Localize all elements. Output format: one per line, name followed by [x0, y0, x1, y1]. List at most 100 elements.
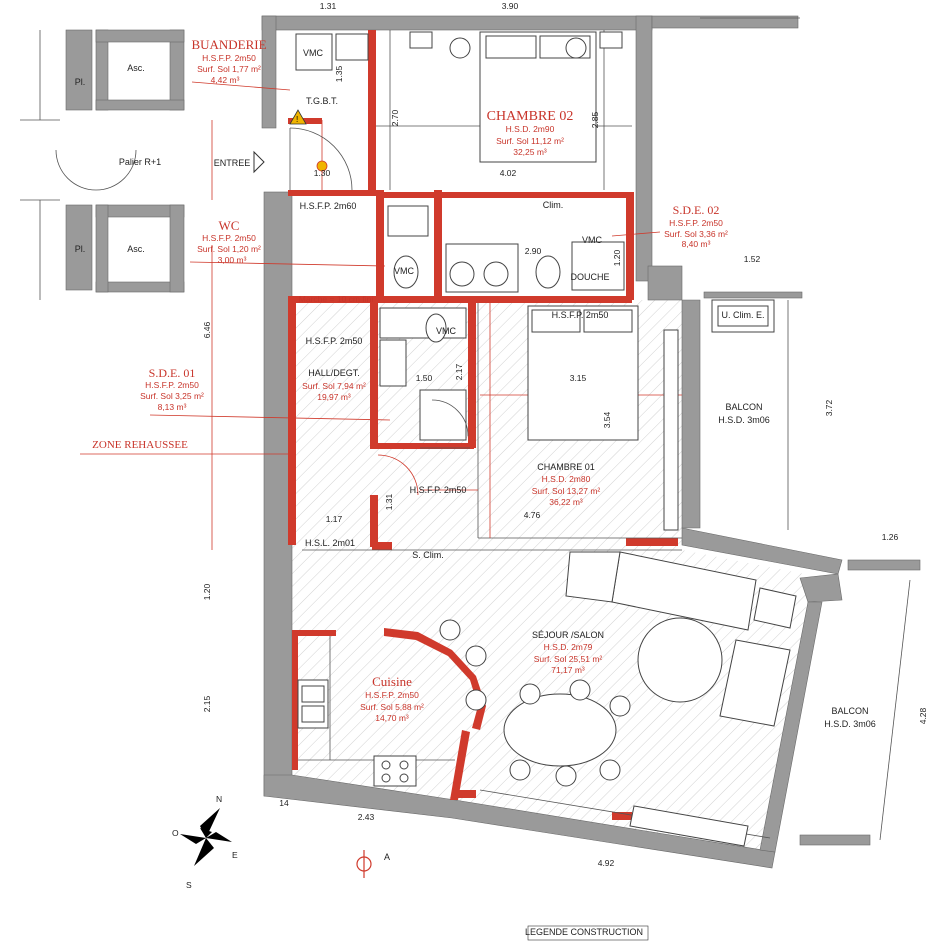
dim-1-31b: 1.31 — [384, 493, 394, 510]
misc-labels: Asc. Asc. Pl. Pl. Palier R+1 ENTREE ZONE… — [75, 48, 765, 937]
vmc-label-4: VMC — [436, 326, 457, 336]
thin-lines — [20, 17, 800, 839]
dim-1-50: 1.50 — [416, 373, 433, 383]
dim-2-90: 2.90 — [525, 246, 542, 256]
svg-text:!: ! — [296, 115, 298, 124]
svg-text:E: E — [232, 850, 238, 860]
furniture — [295, 31, 911, 847]
balcon2-name: BALCON — [831, 706, 868, 716]
sde02-name: S.D.E. 02 — [673, 203, 720, 217]
chambre02-volume: 32,25 m³ — [513, 147, 547, 157]
balcon2-height: H.S.D. 3m06 — [824, 719, 876, 729]
asc-bottom: Asc. — [127, 244, 145, 254]
hall-surface: Surf. Sol 7,94 m² — [302, 381, 366, 391]
dim-1-35: 1.35 — [334, 65, 344, 82]
balcon1-height: H.S.D. 3m06 — [718, 415, 770, 425]
dim-1-26: 1.26 — [882, 532, 899, 542]
balcon1-name: BALCON — [725, 402, 762, 412]
dimension-labels: 1.31 3.90 1.35 2.70 2.85 1.30 4.02 2.90 … — [202, 1, 928, 868]
sde01-volume: 8,13 m³ — [158, 402, 187, 412]
dim-4-76: 4.76 — [524, 510, 541, 520]
light-icon — [316, 160, 328, 172]
wc-height: H.S.F.P. 2m50 — [202, 233, 256, 243]
wc-name: WC — [219, 218, 240, 233]
dim-3-54: 3.54 — [602, 411, 612, 428]
buanderie-height: H.S.F.P. 2m50 — [202, 53, 256, 63]
chambre01-name: CHAMBRE 01 — [537, 462, 595, 472]
vmc-label-2: VMC — [394, 266, 415, 276]
walls — [65, 15, 921, 869]
buanderie-name: BUANDERIE — [191, 37, 266, 52]
cuisine-volume: 14,70 m³ — [375, 713, 409, 723]
hsl-label: H.S.L. 2m01 — [305, 538, 355, 548]
chambre02-name: CHAMBRE 02 — [487, 109, 574, 124]
svg-text:O: O — [172, 828, 179, 838]
marche-label: Marche = 10 cm fini — [299, 294, 374, 304]
entree-label: ENTREE — [214, 158, 251, 168]
dim-1-30: 1.30 — [314, 168, 331, 178]
u-clim-label: U. Clim. E. — [721, 310, 764, 320]
hsfp-hall: H.S.F.P. 2m50 — [306, 336, 363, 346]
chambre02-surface: Surf. Sol 11,12 m² — [496, 136, 564, 146]
sde01-name: S.D.E. 01 — [149, 366, 196, 380]
section-marker-icon — [356, 850, 372, 878]
dim-1-52: 1.52 — [744, 254, 761, 264]
sejour-volume: 71,17 m³ — [551, 665, 585, 675]
hall-name: HALL/DEGT. — [308, 368, 360, 378]
hall-volume: 19,97 m³ — [317, 392, 351, 402]
hsfp-bottom: H.S.F.P. 2m50 — [410, 485, 467, 495]
wc-volume: 3,00 m³ — [218, 255, 247, 265]
sde02-height: H.S.F.P. 2m50 — [669, 218, 723, 228]
hsfp-ch1: H.S.F.P. 2m50 — [552, 310, 609, 320]
cuisine-surface: Surf. Sol 5,88 m² — [360, 702, 424, 712]
zone-label: ZONE REHAUSSEE — [92, 439, 188, 451]
tgbt-label: T.G.B.T. — [306, 96, 338, 106]
chambre01-height: H.S.D. 2m80 — [542, 474, 591, 484]
sejour-height: H.S.D. 2m79 — [544, 642, 593, 652]
wc-surface: Surf. Sol 1,20 m² — [197, 244, 261, 254]
buanderie-volume: 4,42 m³ — [211, 75, 240, 85]
sejour-name: SÉJOUR /SALON — [532, 630, 604, 640]
dim-1-31: 1.31 — [320, 1, 337, 11]
svg-text:S: S — [186, 880, 192, 890]
legend-label: LEGENDE CONSTRUCTION — [525, 927, 643, 937]
dim-1-20a: 1.20 — [612, 249, 622, 266]
chambre01-volume: 36,22 m³ — [549, 497, 583, 507]
dim-2-43: 2.43 — [358, 812, 375, 822]
svg-text:N: N — [216, 794, 222, 804]
cuisine-name: Cuisine — [372, 674, 412, 689]
cuisine-height: H.S.F.P. 2m50 — [365, 690, 419, 700]
asc-top: Asc. — [127, 63, 145, 73]
sde01-surface: Surf. Sol 3,25 m² — [140, 391, 204, 401]
section-marker-label: A — [384, 852, 390, 862]
dim-4-02: 4.02 — [500, 168, 517, 178]
buanderie-surface: Surf. Sol 1,77 m² — [197, 64, 261, 74]
partitions — [288, 30, 678, 820]
dim-2-85: 2.85 — [590, 111, 600, 128]
vmc-label-1: VMC — [303, 48, 324, 58]
s-clim-label: S. Clim. — [412, 550, 444, 560]
dim-4-28: 4.28 — [918, 707, 928, 724]
room-labels: BUANDERIE H.S.F.P. 2m50 Surf. Sol 1,77 m… — [140, 37, 876, 729]
doors — [55, 127, 469, 496]
dim-1-17: 1.17 — [326, 514, 343, 524]
dim-3-72: 3.72 — [824, 399, 834, 416]
vmc-label-3: VMC — [582, 235, 603, 245]
dim-3-90: 3.90 — [502, 1, 519, 11]
warning-icon: ! — [289, 109, 307, 125]
douche-label: DOUCHE — [570, 272, 609, 282]
entrance-arrow-icon — [253, 150, 265, 174]
hsfp-2m60: H.S.F.P. 2m60 — [300, 201, 357, 211]
dim-2-17: 2.17 — [454, 363, 464, 380]
palier-label: Palier R+1 — [119, 157, 161, 167]
sejour-surface: Surf. Sol 25,51 m² — [534, 654, 603, 664]
dim-14: 14 — [279, 798, 289, 808]
dim-3-15: 3.15 — [570, 373, 587, 383]
dim-2-15: 2.15 — [202, 695, 212, 712]
sde02-surface: Surf. Sol 3,36 m² — [664, 229, 728, 239]
dim-1-20b: 1.20 — [202, 583, 212, 600]
pl-top: Pl. — [75, 77, 86, 87]
chambre02-height: H.S.D. 2m90 — [506, 124, 555, 134]
legend-box — [527, 925, 649, 941]
